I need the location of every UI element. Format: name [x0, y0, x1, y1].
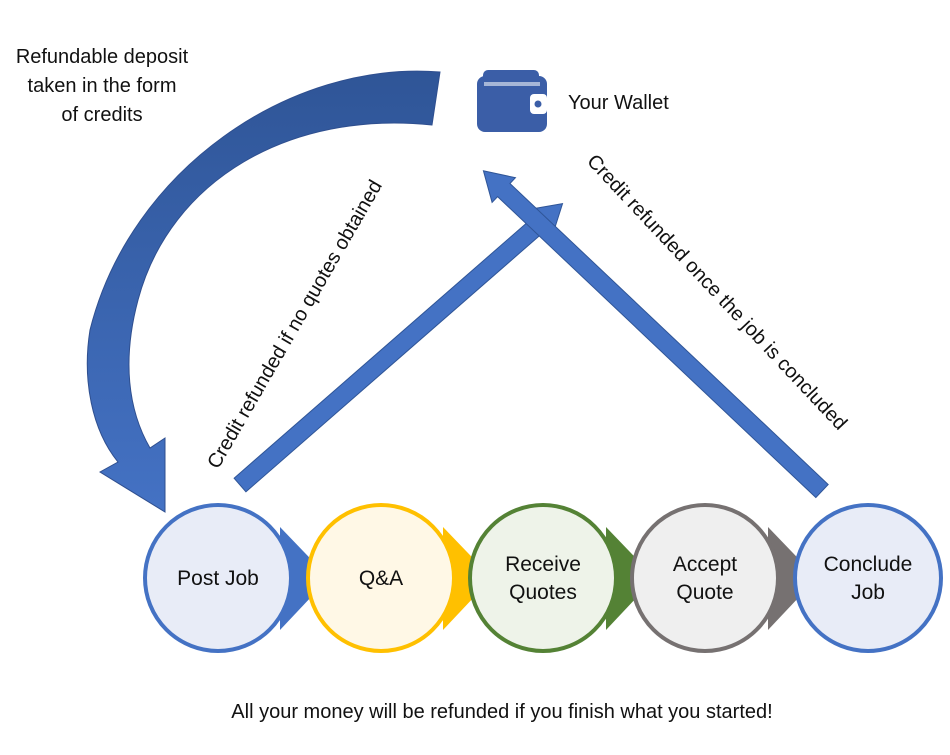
deposit-label-line2: taken in the form — [28, 75, 177, 97]
step-accept-quote-line1: Accept — [673, 553, 737, 576]
deposit-label-line3: of credits — [61, 104, 142, 126]
wallet-icon — [477, 70, 547, 132]
step-receive-quotes: Receive Quotes — [468, 503, 655, 653]
step-conclude-job-line1: Conclude — [824, 553, 913, 576]
deposit-label: Refundable deposit taken in the form of … — [16, 46, 189, 126]
step-post-job: Post Job — [143, 503, 329, 653]
step-qa: Q&A — [306, 503, 492, 653]
deposit-curved-arrow — [86, 70, 441, 513]
wallet-label: Your Wallet — [568, 92, 669, 114]
step-receive-quotes-line1: Receive — [505, 553, 581, 576]
deposit-label-line1: Refundable deposit — [16, 46, 189, 68]
step-accept-quote: Accept Quote — [630, 503, 817, 653]
step-conclude-job-line2: Job — [851, 581, 885, 604]
step-receive-quotes-line2: Quotes — [509, 581, 577, 604]
step-post-job-label: Post Job — [177, 567, 259, 590]
step-accept-quote-line2: Quote — [676, 581, 733, 604]
step-conclude-job: Conclude Job — [793, 503, 943, 653]
footer-text: All your money will be refunded if you f… — [231, 701, 772, 723]
step-qa-label: Q&A — [359, 567, 403, 590]
refund-concluded-arrow — [482, 170, 829, 499]
